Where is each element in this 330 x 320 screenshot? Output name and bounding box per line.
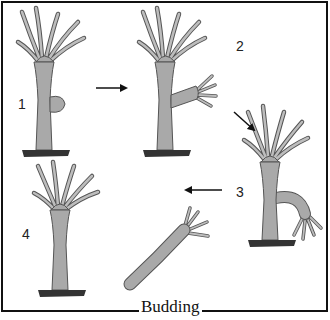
- hydra-body: [50, 210, 70, 290]
- hydra-stage-1: [18, 8, 84, 157]
- tentacle-outline: [34, 162, 98, 210]
- bud: [276, 197, 305, 214]
- substrate: [248, 240, 296, 247]
- detached-bud-outline: [130, 230, 184, 284]
- sequence-arrow: [234, 112, 254, 130]
- figure-caption: Budding: [139, 298, 202, 316]
- bud-tentacle-outline: [294, 217, 321, 239]
- hypostome: [261, 156, 279, 162]
- stage-number: 4: [22, 226, 30, 242]
- bud-tentacle: [294, 217, 321, 239]
- substrate: [38, 290, 86, 297]
- hydra-stage-4: [34, 162, 208, 297]
- hydra-stage-3: [244, 106, 321, 247]
- stage-number: 2: [236, 38, 244, 54]
- figure-border: [2, 2, 327, 311]
- tentacle: [18, 8, 84, 62]
- tentacle: [244, 106, 308, 160]
- sequence-arrow: [186, 189, 222, 191]
- substrate: [22, 150, 70, 157]
- stage-number: 1: [18, 96, 26, 112]
- tentacle: [139, 8, 205, 62]
- sequence-arrow: [96, 87, 126, 89]
- tentacle-outline: [244, 106, 308, 160]
- bud-tentacle-outline: [197, 76, 216, 106]
- hydra-stage-2: [139, 8, 216, 157]
- substrate: [143, 150, 191, 157]
- detached-bud: [130, 230, 184, 284]
- hydra-body: [260, 162, 280, 240]
- bud-tentacle: [197, 76, 216, 106]
- bud-outline: [276, 197, 305, 214]
- tentacle-outline: [139, 8, 205, 62]
- tentacle-outline: [18, 8, 84, 62]
- hypostome: [36, 56, 54, 62]
- tentacle: [34, 162, 98, 210]
- stage-number: 3: [236, 184, 244, 200]
- hypostome: [157, 56, 175, 62]
- bud: [171, 86, 198, 108]
- bud: [50, 96, 65, 112]
- hypostome: [51, 204, 69, 210]
